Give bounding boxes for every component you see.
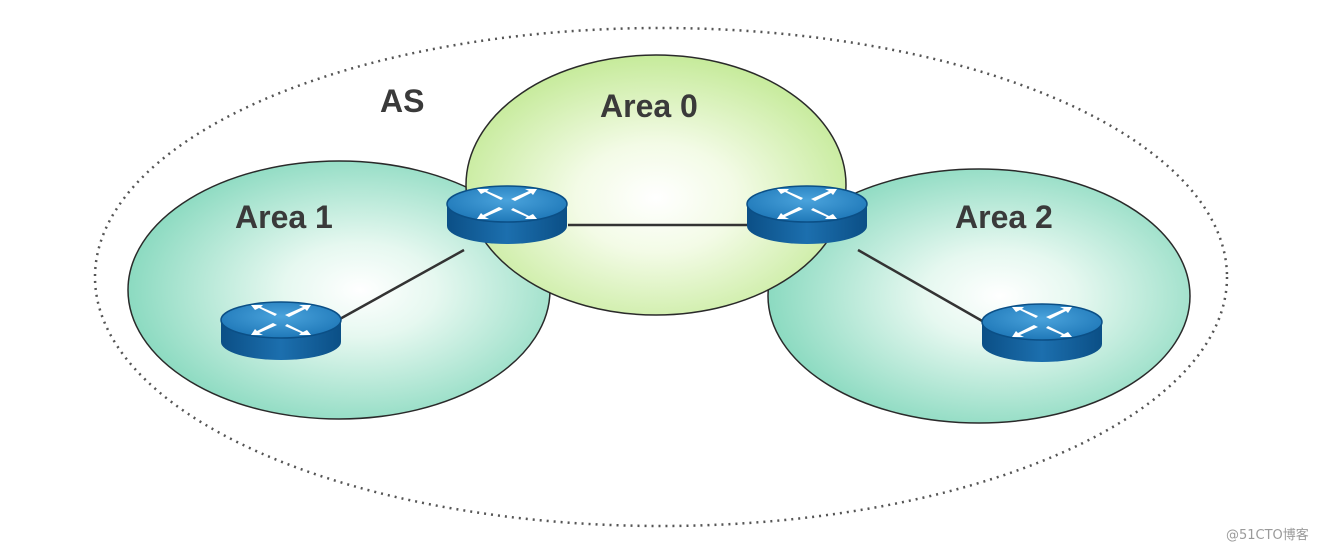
as-boundary <box>93 26 1229 528</box>
link-abr-left-router-area1 <box>337 248 465 322</box>
area-0-label: Area 0 <box>600 88 698 124</box>
as-label: AS <box>380 83 424 119</box>
link-abr-right-router-area2 <box>857 248 985 324</box>
area-2-label: Area 2 <box>955 199 1053 235</box>
router-icon <box>746 185 868 245</box>
area-0-region <box>465 54 847 316</box>
area-1-label: Area 1 <box>235 199 333 235</box>
area-2-region <box>767 168 1191 424</box>
router-icon <box>446 185 568 245</box>
router-icon <box>220 301 342 361</box>
watermark: @51CTO博客 <box>1226 527 1309 543</box>
router-icon <box>981 303 1103 363</box>
